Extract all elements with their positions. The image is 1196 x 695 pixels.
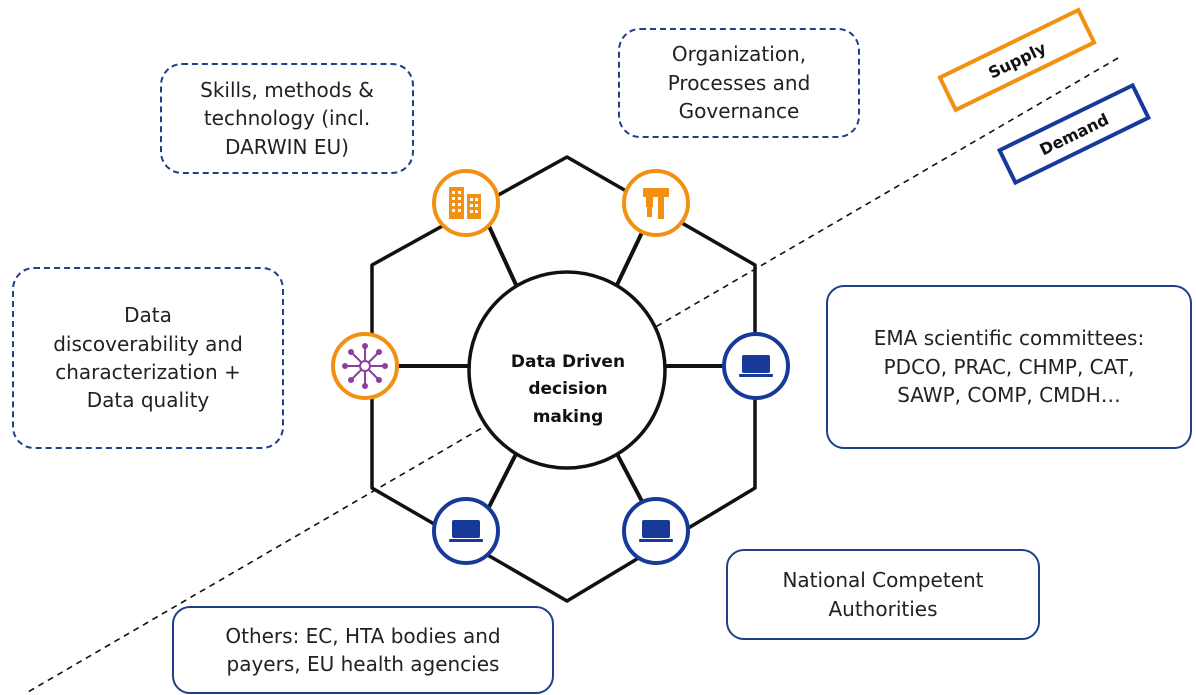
node-nca — [622, 497, 690, 565]
others-box: Others: EC, HTA bodies and payers, EU he… — [172, 606, 554, 694]
tools-icon — [643, 188, 669, 219]
spoke-buildings — [486, 223, 519, 288]
node-network — [331, 332, 399, 400]
data-quality-box: Data discoverability and characterizatio… — [12, 267, 284, 449]
spoke-nca — [614, 451, 648, 510]
buildings-icon — [449, 187, 481, 219]
node-ema — [722, 332, 790, 400]
spoke-tools — [614, 223, 648, 288]
ema-committees-box: EMA scientific committees: PDCO, PRAC, C… — [826, 285, 1192, 449]
center-label: Data Driven decision making — [510, 352, 626, 427]
hexagon-frame — [370, 155, 757, 603]
monitor-icon — [639, 520, 673, 542]
spokes — [398, 223, 740, 510]
monitor-icon — [449, 520, 483, 542]
network-icon — [342, 343, 388, 389]
monitor-icon — [739, 355, 773, 377]
node-buildings — [432, 169, 500, 237]
node-others — [432, 497, 500, 565]
node-tools — [622, 169, 690, 237]
spoke-others — [486, 451, 519, 510]
nca-box: National Competent Authorities — [726, 549, 1040, 640]
skills-box: Skills, methods & technology (incl. DARW… — [160, 63, 414, 174]
organization-box: Organization, Processes and Governance — [618, 28, 860, 138]
center-circle — [467, 270, 667, 470]
